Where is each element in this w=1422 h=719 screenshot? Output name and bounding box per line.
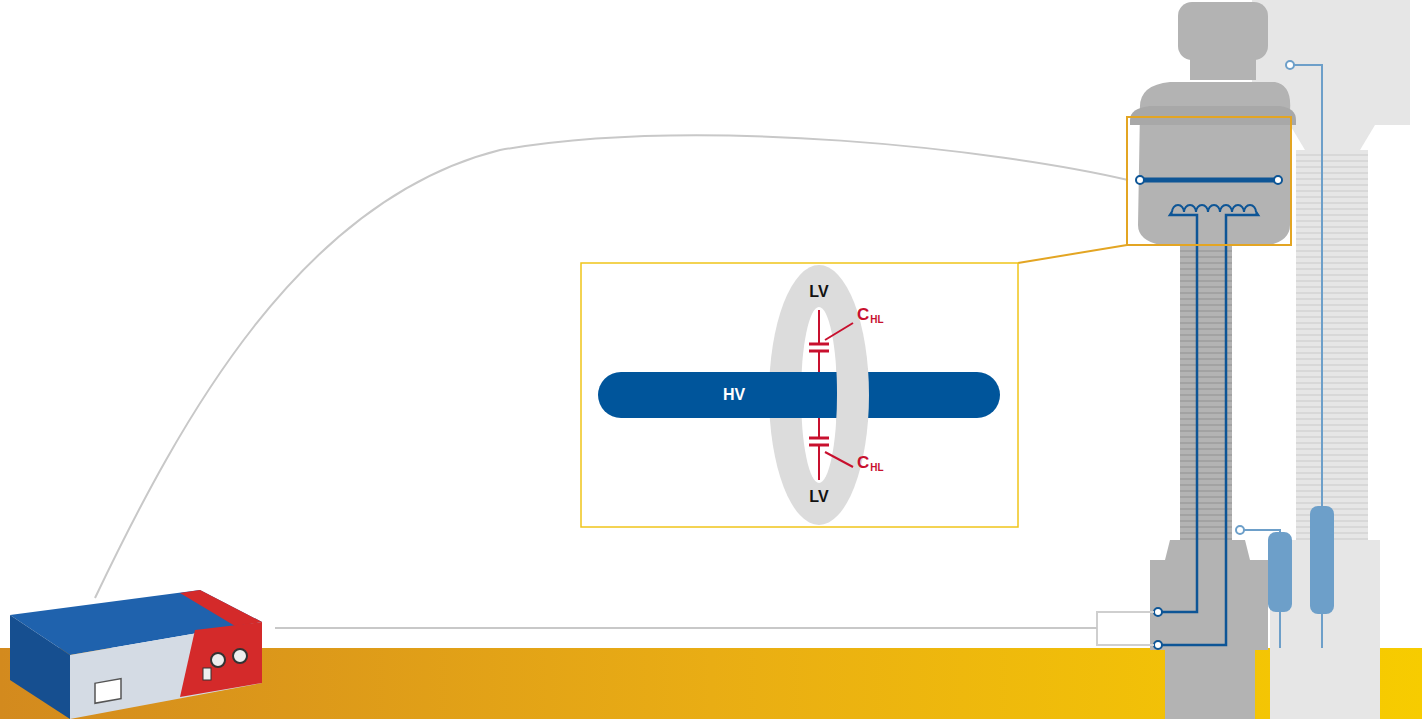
terminal-box (1097, 612, 1154, 645)
voltage-divider (1236, 61, 1334, 648)
capacitance-subscript: HL (870, 463, 883, 473)
winding-label: LV (809, 489, 828, 505)
zoom-leader (1018, 245, 1127, 263)
ct-wiring (1136, 176, 1282, 649)
capacitance-subscript: HL (870, 315, 883, 325)
node-label: HV (723, 386, 745, 404)
inset-frame (581, 263, 1018, 527)
cable (95, 135, 1128, 598)
zoom-frame (1127, 117, 1291, 245)
ct-core (819, 368, 869, 422)
conductor-bar: HV (598, 372, 1000, 418)
capacitance-label: C (857, 306, 869, 323)
measuring-device (10, 590, 262, 719)
bushing (1130, 2, 1296, 719)
winding-label: LV (809, 284, 828, 300)
capacitance-label: C (857, 454, 869, 471)
cable (275, 627, 1097, 629)
